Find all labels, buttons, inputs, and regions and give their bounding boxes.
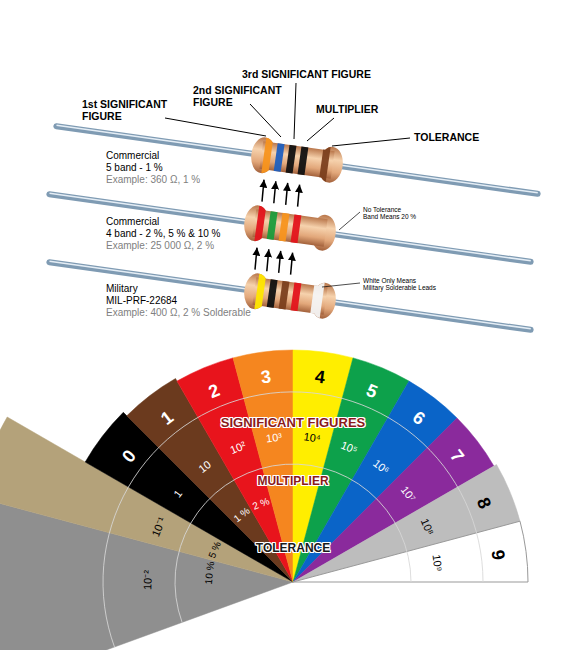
color-band — [273, 137, 285, 178]
pointer-arrow — [298, 185, 300, 207]
digit-label: 8 — [474, 495, 494, 511]
note-label: White Only Means — [363, 277, 416, 284]
color-band — [261, 136, 273, 177]
color-bands — [261, 136, 331, 185]
note-label: Band Means 20 % — [363, 213, 416, 220]
multiplier-label: 10³ — [265, 432, 282, 445]
digit-label: 2 — [206, 381, 222, 401]
ring-title: MULTIPLIER — [257, 475, 328, 487]
color-bands — [254, 204, 302, 250]
color-band — [318, 144, 330, 185]
color-band — [254, 204, 266, 245]
ring-line — [103, 392, 483, 647]
note-label: No Tolerance — [363, 206, 401, 213]
multiplier-label: 10⁴ — [303, 432, 321, 445]
example-label: Example: 400 Ω, 2 % Solderable — [106, 307, 251, 319]
lead-wire-highlight — [57, 125, 538, 193]
color-band — [254, 272, 266, 313]
color-bands — [254, 272, 325, 321]
tolerance-label: 2 % — [251, 496, 271, 512]
pointer-arrow — [255, 248, 257, 270]
pointer-arrow — [274, 181, 276, 203]
leader-line — [339, 212, 360, 230]
type-label: Commercial — [106, 216, 159, 228]
digit-label: 3 — [260, 367, 272, 386]
tolerance-label: 5 % — [207, 540, 223, 560]
digit-label: 1 — [158, 408, 177, 428]
resistor-symbol — [54, 106, 541, 213]
leader-line — [307, 118, 334, 141]
pointer-arrow — [279, 251, 281, 273]
type-label: MIL-PRF-22684 — [106, 295, 177, 307]
ring-title: TOLERANCE — [256, 542, 330, 554]
digit-label: 5 — [364, 381, 380, 401]
arrows — [255, 180, 300, 275]
digit-label: 6 — [410, 408, 429, 428]
multiplier-label: 10⁷ — [399, 484, 418, 504]
pointer-arrow — [291, 253, 293, 275]
note-label: Military Solderable Leads — [363, 284, 436, 291]
color-band — [290, 277, 302, 318]
ring-title: SIGNIFICANT FIGURES — [221, 416, 365, 429]
leader-line — [322, 283, 360, 287]
example-label: Example: 360 Ω, 1 % — [106, 174, 200, 186]
color-band — [266, 273, 278, 314]
resistors — [47, 106, 541, 349]
digit-label: 7 — [447, 447, 467, 466]
part-label: TOLERANCE — [414, 131, 479, 143]
part-label: 3rd SIGNIFICANT FIGURE — [242, 68, 371, 80]
ring-line — [175, 464, 411, 622]
pointer-arrow — [262, 180, 264, 202]
digit-label: 4 — [314, 367, 326, 386]
lead-wire-highlight — [50, 193, 531, 261]
multiplier-label: 10⁸ — [419, 517, 436, 537]
type-label: Military — [106, 283, 138, 295]
multiplier-label: 10² — [228, 440, 247, 456]
color-chart — [0, 350, 528, 650]
lead-wire — [49, 194, 530, 262]
digit-label: 9 — [489, 549, 508, 561]
type-label: 4 band - 2 %, 5 % & 10 % — [106, 228, 221, 240]
resistor-symbol — [47, 242, 534, 349]
leader-line — [294, 83, 296, 139]
part-label: 1st SIGNIFICANT FIGURE — [82, 98, 182, 122]
multiplier-label: 10⁻¹ — [150, 515, 168, 538]
type-label: Commercial — [106, 150, 159, 162]
example-label: Example: 25 000 Ω, 2 % — [106, 240, 214, 252]
multiplier-label: 10⁶ — [371, 458, 391, 477]
multiplier-label: 1 — [172, 488, 184, 500]
multiplier-label: 10 — [196, 459, 212, 475]
digit-label: 0 — [119, 447, 139, 466]
color-band — [290, 209, 302, 250]
pointer-arrow — [286, 183, 288, 205]
multiplier-label: 10⁹ — [430, 554, 443, 572]
leader-line — [332, 138, 410, 146]
leader-line — [250, 104, 281, 137]
color-band — [278, 207, 290, 248]
type-label: 5 band - 1 % — [106, 162, 163, 174]
color-band — [285, 139, 297, 180]
color-band — [278, 275, 290, 316]
part-label: MULTIPLIER — [316, 103, 378, 115]
tolerance-label: 10 % — [203, 561, 215, 585]
color-band — [297, 141, 309, 182]
lead-wire — [56, 126, 537, 194]
multiplier-label: 10⁵ — [339, 440, 359, 457]
multiplier-label: 10⁻² — [142, 569, 153, 589]
lead-wire-highlight — [50, 261, 531, 329]
lead-wire — [49, 262, 530, 330]
leader-lines — [165, 83, 410, 287]
color-band — [309, 279, 324, 320]
resistor-symbol — [47, 174, 534, 281]
pointer-arrow — [267, 249, 269, 271]
leader-line — [165, 118, 266, 136]
tolerance-label: 1 % — [232, 506, 252, 524]
part-label: 2nd SIGNIFICANT FIGURE — [193, 84, 293, 108]
color-band — [266, 205, 278, 246]
